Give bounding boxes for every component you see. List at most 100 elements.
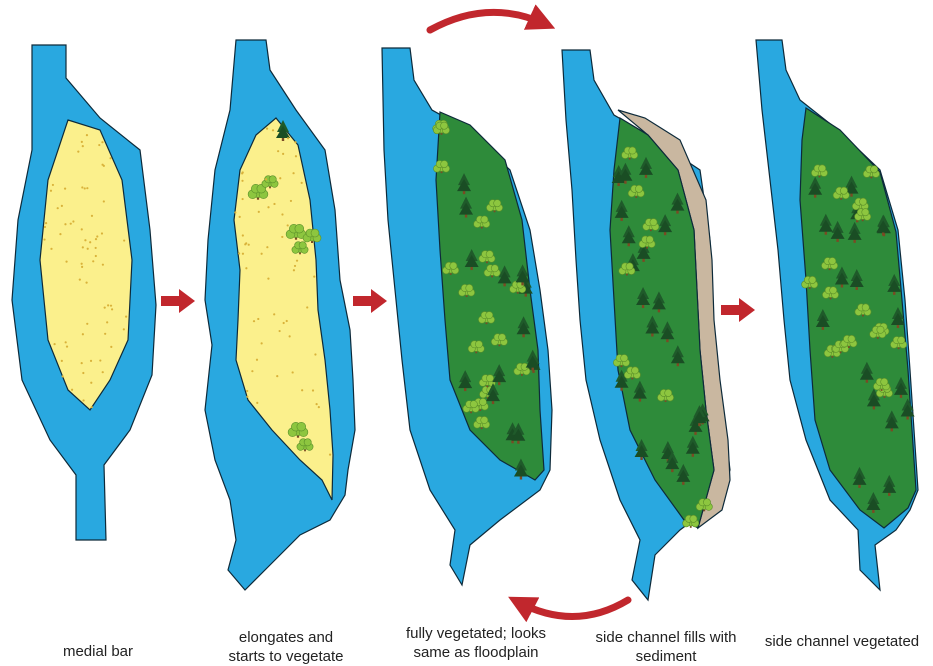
sand-dot (267, 277, 269, 279)
sand-dot (90, 382, 92, 384)
sand-dot (234, 211, 236, 213)
sand-dot (257, 318, 259, 320)
sand-dot (61, 205, 63, 207)
sand-dot (296, 260, 298, 262)
sand-dot (50, 190, 52, 192)
sand-dot (123, 239, 125, 241)
sand-dot (57, 207, 59, 209)
sand-dot (79, 278, 81, 280)
sand-dot (283, 322, 285, 324)
sand-dot (70, 223, 72, 225)
sand-dot (258, 211, 260, 213)
sand-dot (241, 172, 243, 174)
sand-dot (292, 172, 294, 174)
sand-dot (256, 402, 258, 404)
sand-dot (281, 213, 283, 215)
sand-dot (245, 267, 247, 269)
sand-dot (90, 360, 92, 362)
sand-dot (292, 371, 294, 373)
sand-dot (107, 304, 109, 306)
sand-dot (279, 177, 281, 179)
sand-dot (242, 234, 244, 236)
sand-dot (86, 187, 88, 189)
stage-medial-bar (12, 45, 156, 540)
sand-dot (312, 389, 314, 391)
sand-dot (71, 389, 73, 391)
sand-dot (62, 375, 64, 377)
sand-dot (281, 236, 283, 238)
sand-dot (109, 157, 111, 159)
sand-dot (61, 360, 63, 362)
sand-dot (101, 141, 103, 143)
sand-dot (238, 252, 240, 254)
caption-elongates: elongates and starts to vegetate (186, 628, 386, 666)
sand-dot (82, 145, 84, 147)
sand-dot (87, 248, 89, 250)
sand-dot (239, 216, 241, 218)
sand-dot (65, 261, 67, 263)
sand-dot (96, 235, 98, 237)
sand-dot (52, 184, 54, 186)
sand-dot (91, 215, 93, 217)
sand-dot (242, 198, 244, 200)
sand-dot (66, 345, 68, 347)
sand-dot (246, 390, 248, 392)
sand-dot (290, 200, 292, 202)
sand-dot (287, 224, 289, 226)
sand-dot (44, 226, 46, 228)
stage-elongates (205, 40, 355, 590)
sand-dot (81, 186, 83, 188)
caption-side-channel-vegetated: side channel vegetated (742, 632, 933, 651)
sand-dot (43, 238, 45, 240)
sand-dot (103, 200, 105, 202)
sand-dot (111, 308, 113, 310)
sand-dot (265, 178, 267, 180)
arrow-right-icon (353, 289, 387, 313)
sand-dot (248, 244, 250, 246)
sand-dot (241, 180, 243, 182)
sand-dot (318, 406, 320, 408)
sand-dot (294, 141, 296, 143)
sand-dot (86, 134, 88, 136)
sand-dot (279, 330, 281, 332)
sand-dot (313, 276, 315, 278)
sand-dot (286, 320, 288, 322)
sand-dot (59, 233, 61, 235)
sand-dot (81, 362, 83, 364)
sand-dot (293, 269, 295, 271)
sand-dot (82, 399, 84, 401)
sand-dot (242, 253, 244, 255)
sand-dot (91, 406, 93, 408)
sand-dot (81, 228, 83, 230)
sand-dot (251, 370, 253, 372)
sand-dot (273, 313, 275, 315)
sand-dot (306, 306, 308, 308)
sand-dot (89, 241, 91, 243)
sand-dot (329, 454, 331, 456)
arrow-right-icon (721, 298, 755, 322)
sand-dot (106, 321, 108, 323)
stage-side-channel-fills (562, 50, 730, 600)
sand-dot (295, 155, 297, 157)
sand-dot (92, 260, 94, 262)
stage-fully-vegetated (382, 48, 552, 585)
sand-dot (261, 253, 263, 255)
sand-dot (64, 223, 66, 225)
sand-dot (65, 341, 67, 343)
sand-dot (45, 222, 47, 224)
sand-dot (84, 187, 86, 189)
sand-dot (101, 232, 103, 234)
sand-dot (277, 150, 279, 152)
arrow-right-icon (161, 289, 195, 313)
sand-dot (272, 129, 274, 131)
sand-dot (316, 403, 318, 405)
sand-dot (289, 335, 291, 337)
sand-dot (72, 220, 74, 222)
sand-dot (102, 371, 104, 373)
sand-dot (82, 372, 84, 374)
sand-dot (301, 389, 303, 391)
sand-dot (125, 315, 127, 317)
sand-dot (244, 243, 246, 245)
sand-dot (81, 266, 83, 268)
sand-dot (261, 342, 263, 344)
